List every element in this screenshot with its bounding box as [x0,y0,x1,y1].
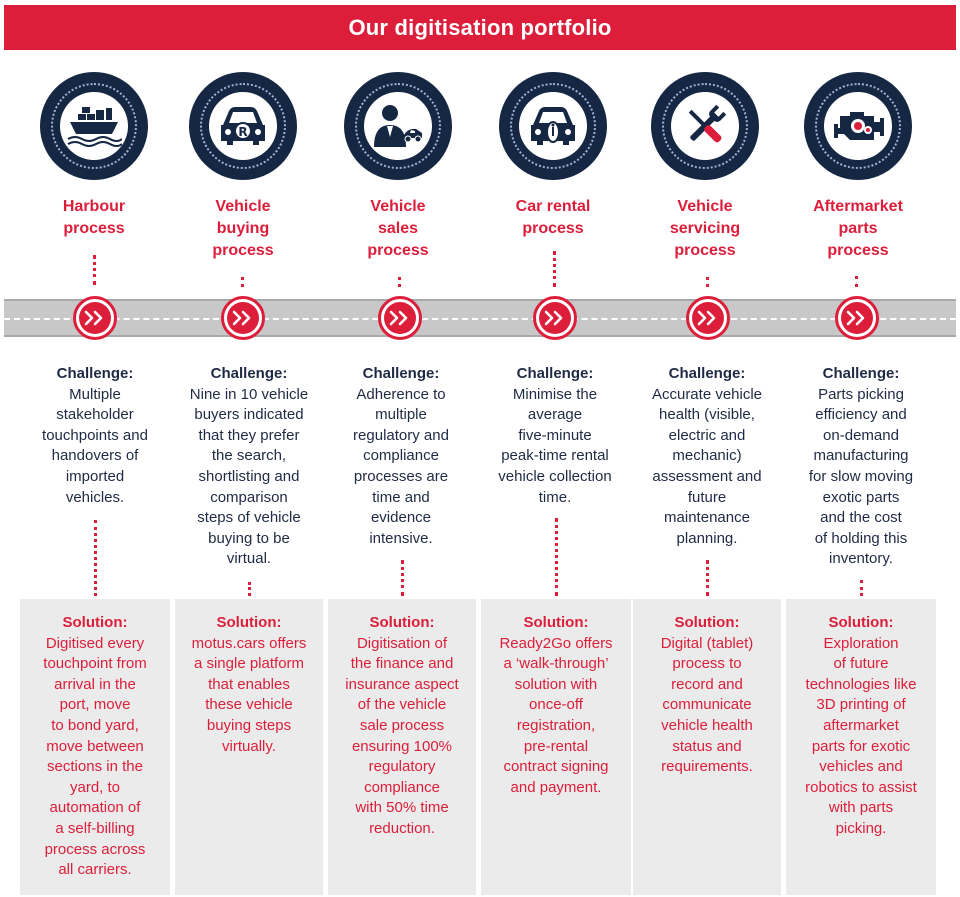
connector-dots [241,277,244,287]
badge-dotted-ring [815,83,901,169]
chevron-right-icon [835,296,879,340]
challenge-label: Challenge: [516,365,594,382]
car-key-icon [519,92,587,160]
badge-dotted-ring [355,83,441,169]
chevron-right-icon [686,296,730,340]
salesperson-icon [364,92,432,160]
wrench-screwdriver-icon [671,92,739,160]
connector-dots [94,520,97,596]
challenge-label: Challenge: [822,365,900,382]
car-registered-icon: R [209,92,277,160]
process-icon-badge [804,72,912,180]
connector-dots [860,580,863,596]
badge-dotted-ring [662,83,748,169]
connector-dots [401,560,404,596]
process-icon-badge [40,72,148,180]
connector-dots [248,582,251,596]
chevron-right-icon [378,296,422,340]
connector-dots [855,276,858,287]
chevron-right-icon [533,296,577,340]
connector-dots [93,255,96,285]
connector-dots [553,251,556,287]
connector-dots [706,277,709,287]
cargo-ship-icon [60,92,128,160]
process-icon-badge [499,72,607,180]
badge-dotted-ring [51,83,137,169]
solution-label: Solution: [216,614,282,631]
connector-dots [398,277,401,287]
badge-dotted-ring [510,83,596,169]
engine-icon [824,92,892,160]
page-title: Our digitisation portfolio [4,5,956,50]
solution-label: Solution: [674,614,740,631]
solution-label: Solution: [828,614,894,631]
badge-dotted-ring [200,83,286,169]
solution-label: Solution: [369,614,435,631]
svg-text:R: R [238,125,247,139]
process-icon-badge: R [189,72,297,180]
chevron-right-icon [73,296,117,340]
road-center-line [4,318,956,320]
solution-label: Solution: [523,614,589,631]
chevron-right-icon [221,296,265,340]
road-timeline [4,299,956,337]
challenge-label: Challenge: [668,365,746,382]
connector-dots [706,560,709,596]
process-icon-badge [651,72,759,180]
challenge-label: Challenge: [210,365,288,382]
connector-dots [555,518,558,596]
challenge-label: Challenge: [56,365,134,382]
process-icon-badge [344,72,452,180]
challenge-label: Challenge: [362,365,440,382]
solution-label: Solution: [62,614,128,631]
